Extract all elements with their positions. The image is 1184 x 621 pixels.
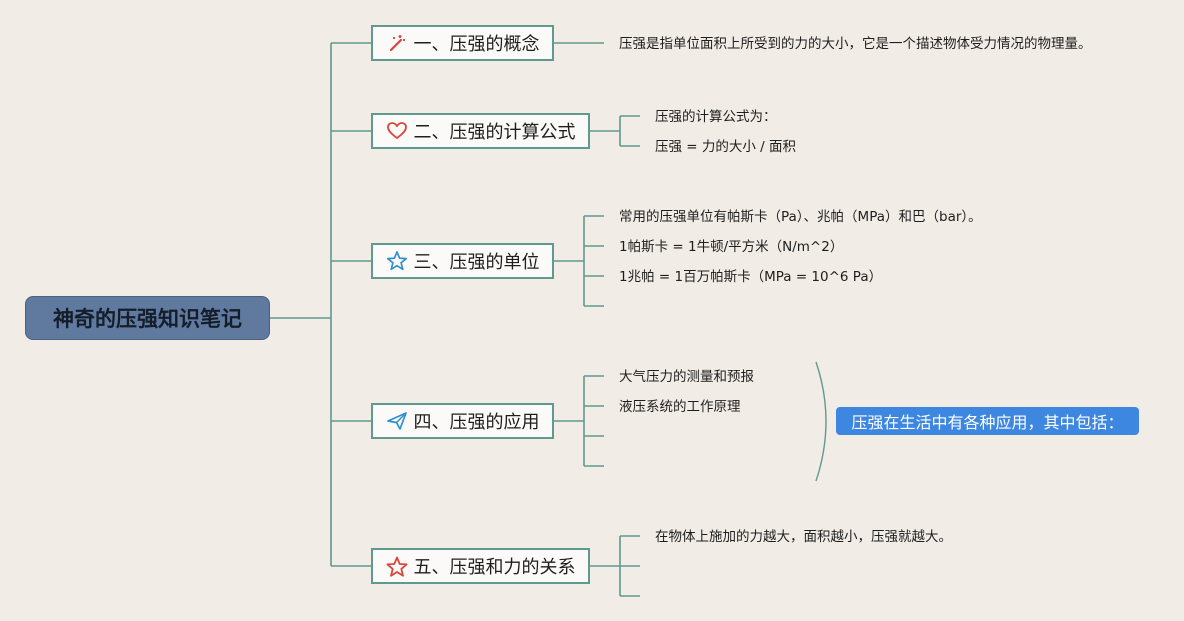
- branch-title: 三、压强的单位: [413, 252, 540, 273]
- branch-title: 一、压强的概念: [413, 34, 540, 55]
- summary-text: 压强在生活中有各种应用，其中包括：: [851, 413, 1124, 432]
- star-outline-icon: [386, 250, 408, 272]
- leaf-units-pascal[interactable]: 1帕斯卡 = 1牛顿/平方米（N/m^2）: [619, 239, 844, 255]
- magic-wand-icon: [386, 32, 408, 54]
- summary-callout[interactable]: 压强在生活中有各种应用，其中包括：: [836, 407, 1139, 435]
- leaf-application-hydraulic[interactable]: 液压系统的工作原理: [619, 399, 741, 415]
- leaf-concept-definition[interactable]: 压强是指单位面积上所受到的力的大小，它是一个描述物体受力情况的物理量。: [619, 36, 1092, 52]
- root-topic[interactable]: 神奇的压强知识笔记: [25, 296, 270, 340]
- branch-title: 五、压强和力的关系: [413, 557, 576, 578]
- paper-plane-icon: [386, 410, 408, 432]
- leaf-formula-intro[interactable]: 压强的计算公式为：: [655, 109, 777, 125]
- star-icon: [386, 555, 408, 577]
- branch-relationship[interactable]: 五、压强和力的关系: [371, 548, 590, 584]
- branch-formula[interactable]: 二、压强的计算公式: [371, 113, 590, 149]
- heart-icon: [386, 120, 408, 142]
- leaf-units-common[interactable]: 常用的压强单位有帕斯卡（Pa）、兆帕（MPa）和巴（bar）。: [619, 209, 982, 225]
- branch-concept[interactable]: 一、压强的概念: [371, 25, 554, 61]
- branch-title: 二、压强的计算公式: [413, 122, 576, 143]
- leaf-formula-equation[interactable]: 压强 = 力的大小 / 面积: [655, 139, 797, 155]
- leaf-relationship-statement[interactable]: 在物体上施加的力越大，面积越小，压强就越大。: [655, 529, 952, 545]
- leaf-application-atmosphere[interactable]: 大气压力的测量和预报: [619, 369, 754, 385]
- branch-title: 四、压强的应用: [413, 412, 540, 433]
- leaf-units-megapascal[interactable]: 1兆帕 = 1百万帕斯卡（MPa = 10^6 Pa）: [619, 269, 883, 285]
- root-title: 神奇的压强知识笔记: [53, 307, 242, 331]
- branch-units[interactable]: 三、压强的单位: [371, 243, 554, 279]
- branch-applications[interactable]: 四、压强的应用: [371, 403, 554, 439]
